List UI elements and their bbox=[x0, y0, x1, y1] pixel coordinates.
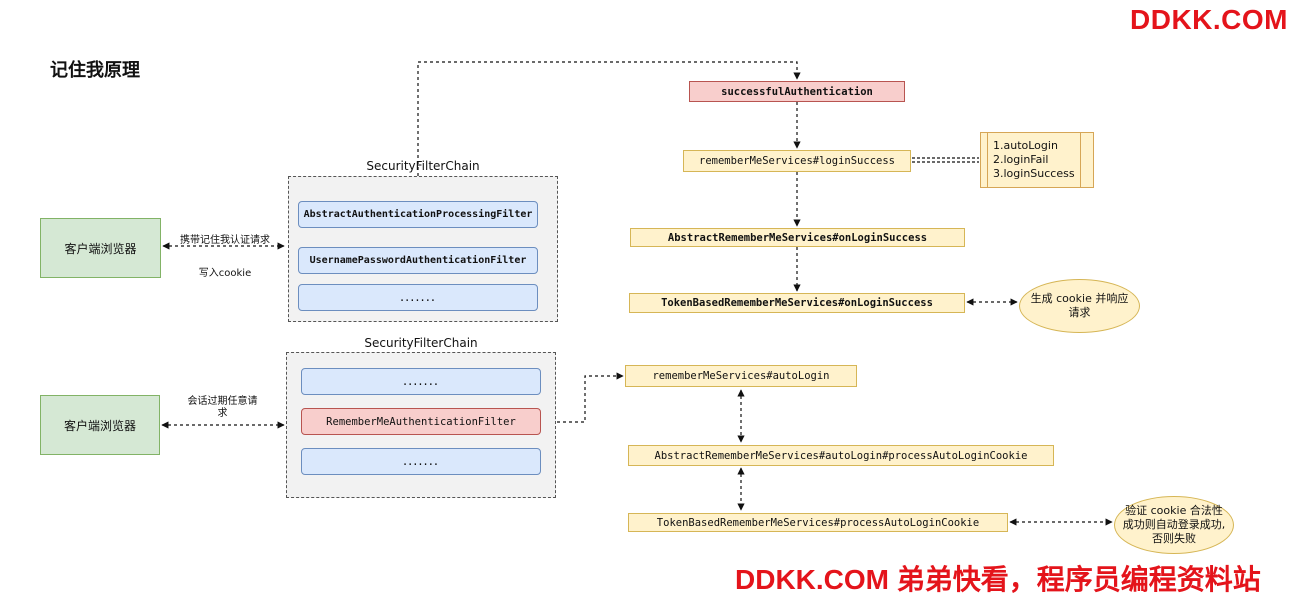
filter-to-successful-connector bbox=[417, 61, 801, 200]
option-auto-login: 1.autoLogin bbox=[993, 139, 1058, 152]
bottom-filter-ellipsis-bottom: ....... bbox=[301, 448, 541, 475]
options-box-left-bar bbox=[987, 133, 988, 187]
successful-authentication-node: successfulAuthentication bbox=[689, 81, 905, 102]
remember-me-services-login-success-node: rememberMeServices#loginSuccess bbox=[683, 150, 911, 172]
brand-watermark-bottom: DDKK.COM 弟弟快看，程序员编程资料站 bbox=[735, 564, 1261, 595]
top-response-label: 写入cookie bbox=[198, 268, 252, 279]
option-login-fail: 2.loginFail bbox=[993, 153, 1049, 166]
username-password-authentication-filter: UsernamePasswordAuthenticationFilter bbox=[298, 247, 538, 274]
brand-watermark-top: DDKK.COM bbox=[1130, 4, 1288, 35]
top-chain-label: SecurityFilterChain bbox=[366, 159, 480, 173]
filter-autologin-connector bbox=[544, 372, 624, 426]
login-options-box: 1.autoLogin 2.loginFail 3.loginSuccess bbox=[980, 132, 1094, 188]
bottom-request-label: 会话过期任意请求 bbox=[187, 396, 258, 419]
generate-cookie-note: 生成 cookie 并响应请求 bbox=[1019, 279, 1140, 333]
top-filter-ellipsis: ....... bbox=[298, 284, 538, 311]
top-request-label: 携带记住我认证请求 bbox=[180, 235, 270, 246]
abstract-remember-me-auto-login-node: AbstractRememberMeServices#autoLogin#pro… bbox=[628, 445, 1054, 466]
remember-me-services-auto-login-node: rememberMeServices#autoLogin bbox=[625, 365, 857, 387]
top-browser-node: 客户端浏览器 bbox=[40, 218, 161, 278]
token-based-remember-me-on-login-success-node: TokenBasedRememberMeServices#onLoginSucc… bbox=[629, 293, 965, 313]
option-login-success: 3.loginSuccess bbox=[993, 167, 1075, 180]
token-based-process-auto-login-cookie-node: TokenBasedRememberMeServices#processAuto… bbox=[628, 513, 1008, 532]
verify-cookie-note: 验证 cookie 合法性成功则自动登录成功,否则失败 bbox=[1114, 496, 1234, 554]
page-title: 记住我原理 bbox=[50, 60, 140, 81]
bottom-browser-node: 客户端浏览器 bbox=[40, 395, 160, 455]
bottom-chain-label: SecurityFilterChain bbox=[364, 336, 478, 350]
remember-me-authentication-filter: RememberMeAuthenticationFilter bbox=[301, 408, 541, 435]
options-box-right-bar bbox=[1080, 133, 1081, 187]
abstract-remember-me-on-login-success-node: AbstractRememberMeServices#onLoginSucces… bbox=[630, 228, 965, 247]
bottom-filter-ellipsis-top: ....... bbox=[301, 368, 541, 395]
abstract-authentication-processing-filter: AbstractAuthenticationProcessingFilter bbox=[298, 201, 538, 228]
